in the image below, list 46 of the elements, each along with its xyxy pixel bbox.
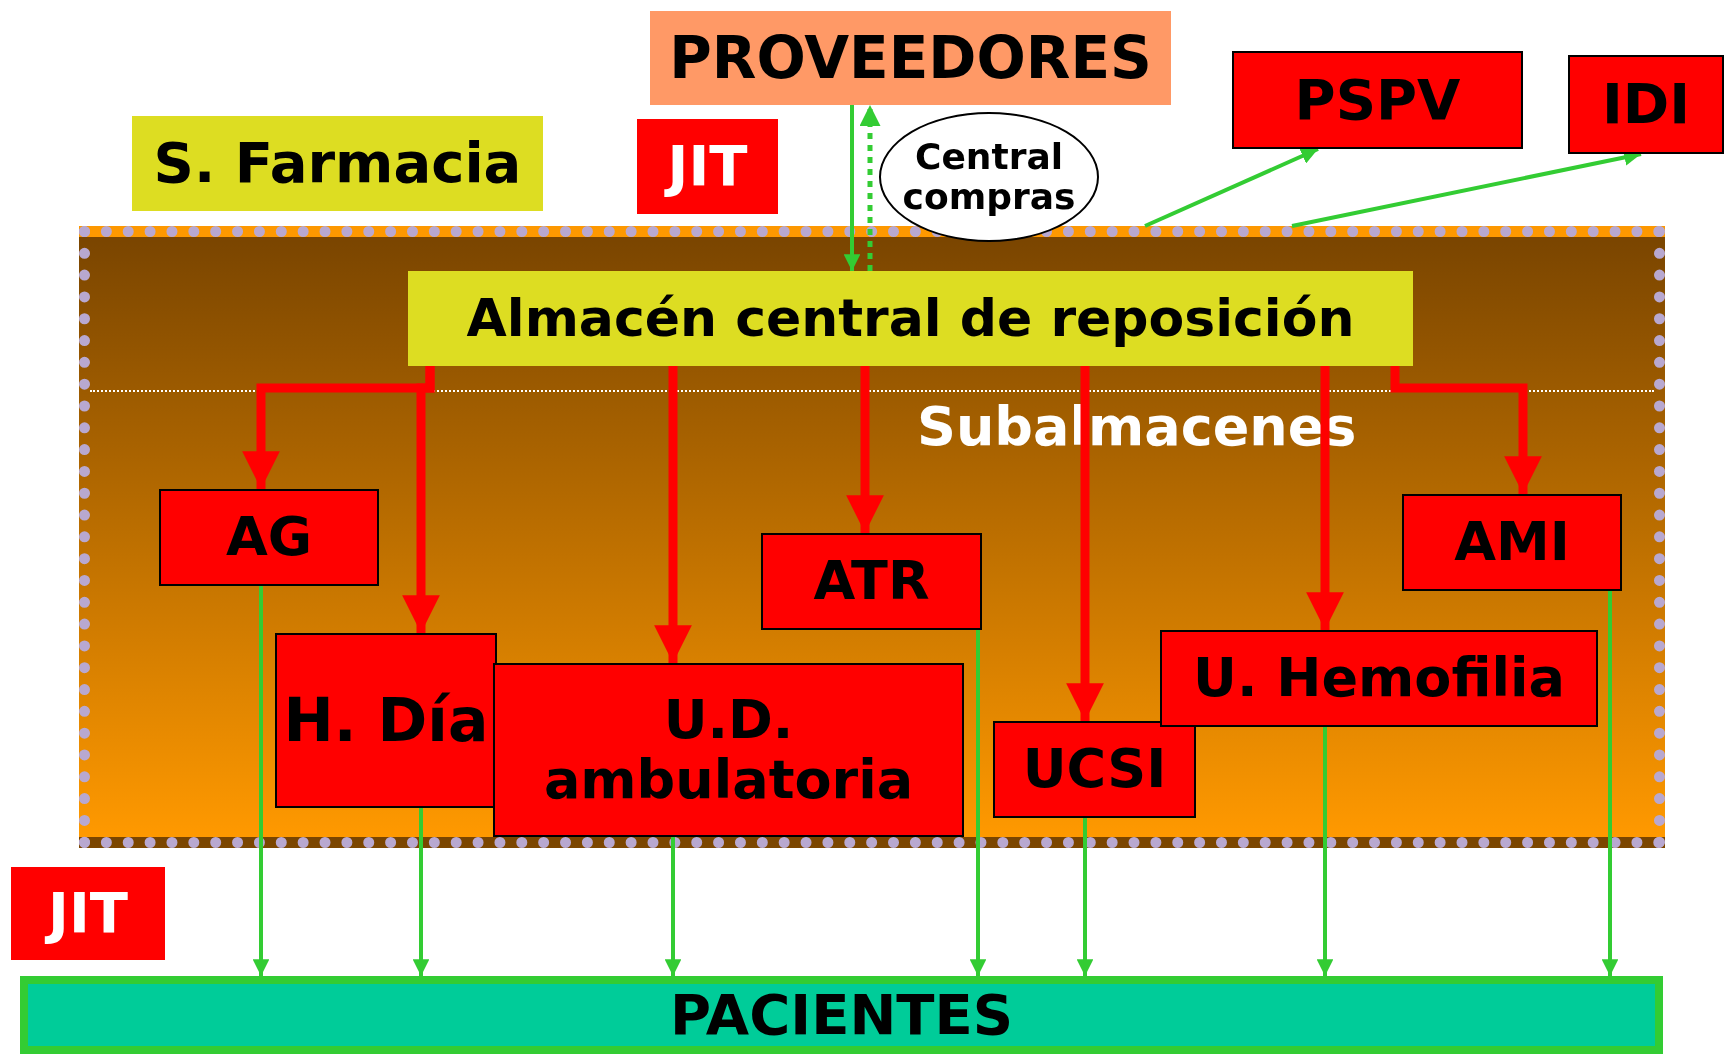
- node-label: Central compras: [901, 136, 1077, 218]
- process-box: [1402, 494, 1622, 591]
- label-box: [408, 271, 1413, 366]
- node-label: AMI: [1454, 512, 1570, 573]
- arrow: [843, 105, 861, 271]
- supplier-box: [650, 11, 1171, 105]
- arrow: [1316, 727, 1334, 976]
- arrow: [1066, 366, 1104, 721]
- arrow: [1076, 818, 1094, 976]
- arrow: [1601, 591, 1619, 976]
- node-label: PROVEEDORES: [669, 25, 1152, 91]
- patients-bar: [20, 976, 1663, 1054]
- arrow: [1390, 366, 1542, 494]
- tag-box: [11, 867, 165, 960]
- tag-box: [637, 119, 778, 214]
- process-box: [1160, 630, 1598, 727]
- node-label: PACIENTES: [669, 983, 1014, 1047]
- arrow: [859, 105, 881, 271]
- arrow: [1306, 366, 1344, 630]
- node-label: U.D. ambulatoria: [542, 689, 915, 811]
- node-label: U. Hemofilia: [1193, 648, 1565, 709]
- node-label: H. Día: [283, 686, 489, 755]
- node-label: IDI: [1601, 73, 1691, 136]
- node-label: S. Farmacia: [153, 132, 522, 195]
- arrow: [402, 366, 440, 633]
- arrow: [1144, 147, 1319, 228]
- region-label: Subalmacenes: [917, 397, 1357, 458]
- process-box: [993, 721, 1196, 818]
- node-label: PSPV: [1294, 68, 1461, 132]
- process-box: [1568, 55, 1724, 154]
- arrow: [654, 366, 692, 663]
- arrow: [969, 630, 987, 976]
- node-label: ATR: [813, 551, 930, 612]
- process-box: [1232, 51, 1523, 149]
- label-box: [132, 116, 543, 211]
- node-label: UCSI: [1022, 739, 1167, 800]
- process-box: [493, 663, 964, 837]
- node-label: Almacén central de reposición: [466, 289, 1355, 348]
- process-box: [761, 533, 982, 630]
- process-box: [159, 489, 379, 586]
- arrow: [252, 586, 270, 976]
- warehouse-panel: [79, 226, 1665, 848]
- process-box: [275, 633, 497, 808]
- node-label: AG: [225, 507, 313, 568]
- arrow: [412, 808, 430, 976]
- arrow: [846, 366, 884, 533]
